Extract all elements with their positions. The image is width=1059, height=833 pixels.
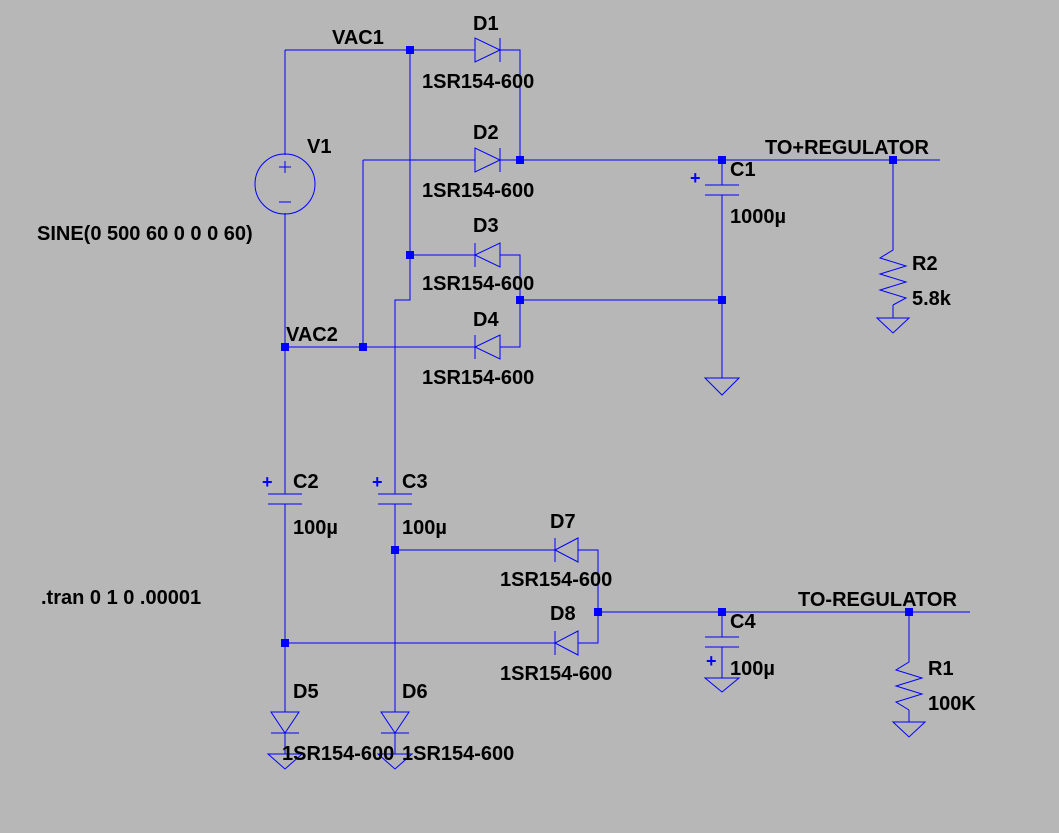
d1-name: D1 [473, 13, 499, 35]
d7-name: D7 [550, 511, 576, 533]
capacitor-c1[interactable] [705, 184, 739, 199]
c1-value: 1000µ [730, 206, 786, 228]
diode-d1[interactable] [474, 37, 502, 63]
d3-value: 1SR154-600 [422, 273, 534, 295]
net-label-vac2: VAC2 [286, 324, 338, 346]
d5-value: 1SR154-600 [282, 743, 394, 765]
c1-name: C1 [730, 159, 756, 181]
c2-name: C2 [293, 471, 319, 493]
c4-polarity-mark: + [706, 651, 717, 671]
diode-d5[interactable] [270, 711, 300, 734]
diode-d6[interactable] [380, 711, 410, 734]
c1-polarity-mark: + [690, 168, 701, 188]
diode-d3[interactable] [473, 242, 501, 268]
d8-value: 1SR154-600 [500, 663, 612, 685]
ground-d5 [266, 753, 304, 770]
r1-value: 100K [928, 693, 976, 715]
v1-name: V1 [307, 136, 331, 158]
d7-value: 1SR154-600 [500, 569, 612, 591]
net-label-to-neg-regulator: TO-REGULATOR [798, 589, 957, 611]
d2-value: 1SR154-600 [422, 180, 534, 202]
resistor-r2[interactable] [878, 240, 908, 306]
v1-value: SINE(0 500 60 0 0 0 60) [37, 223, 253, 245]
diode-d8[interactable] [553, 630, 579, 656]
resistor-r1[interactable] [894, 655, 924, 711]
r1-name: R1 [928, 658, 954, 680]
capacitor-c2[interactable] [268, 480, 302, 508]
d5-name: D5 [293, 681, 319, 703]
d3-name: D3 [473, 215, 499, 237]
junctions [281, 46, 913, 647]
net-label-vac1: VAC1 [332, 27, 384, 49]
ground-c1 [703, 377, 741, 396]
capacitor-c4[interactable] [705, 636, 739, 650]
c3-value: 100µ [402, 517, 447, 539]
ground-d6 [376, 753, 414, 770]
d8-name: D8 [550, 603, 576, 625]
r2-name: R2 [912, 253, 938, 275]
d4-value: 1SR154-600 [422, 367, 534, 389]
diode-d7[interactable] [553, 537, 579, 563]
c4-value: 100µ [730, 658, 775, 680]
c3-polarity-mark: + [372, 472, 383, 492]
net-label-to-pos-regulator: TO+REGULATOR [765, 137, 929, 159]
c3-name: C3 [402, 471, 428, 493]
c2-value: 100µ [293, 517, 338, 539]
ground-r1 [891, 721, 927, 738]
d1-value: 1SR154-600 [422, 71, 534, 93]
ground-r2 [875, 317, 911, 334]
voltage-source-v1[interactable] [254, 153, 316, 215]
d2-name: D2 [473, 122, 499, 144]
diode-d2[interactable] [474, 147, 502, 173]
diode-d4[interactable] [473, 334, 501, 360]
ground-symbols [266, 317, 927, 770]
ground-c4 [703, 677, 741, 693]
spice-directive[interactable]: .tran 0 1 0 .00001 [41, 587, 201, 609]
capacitor-c3[interactable] [378, 480, 412, 508]
c4-name: C4 [730, 611, 756, 633]
d4-name: D4 [473, 309, 499, 331]
r2-value: 5.8k [912, 288, 952, 310]
c2-polarity-mark: + [262, 472, 273, 492]
d6-name: D6 [402, 681, 428, 703]
d6-value: 1SR154-600 [402, 743, 514, 765]
